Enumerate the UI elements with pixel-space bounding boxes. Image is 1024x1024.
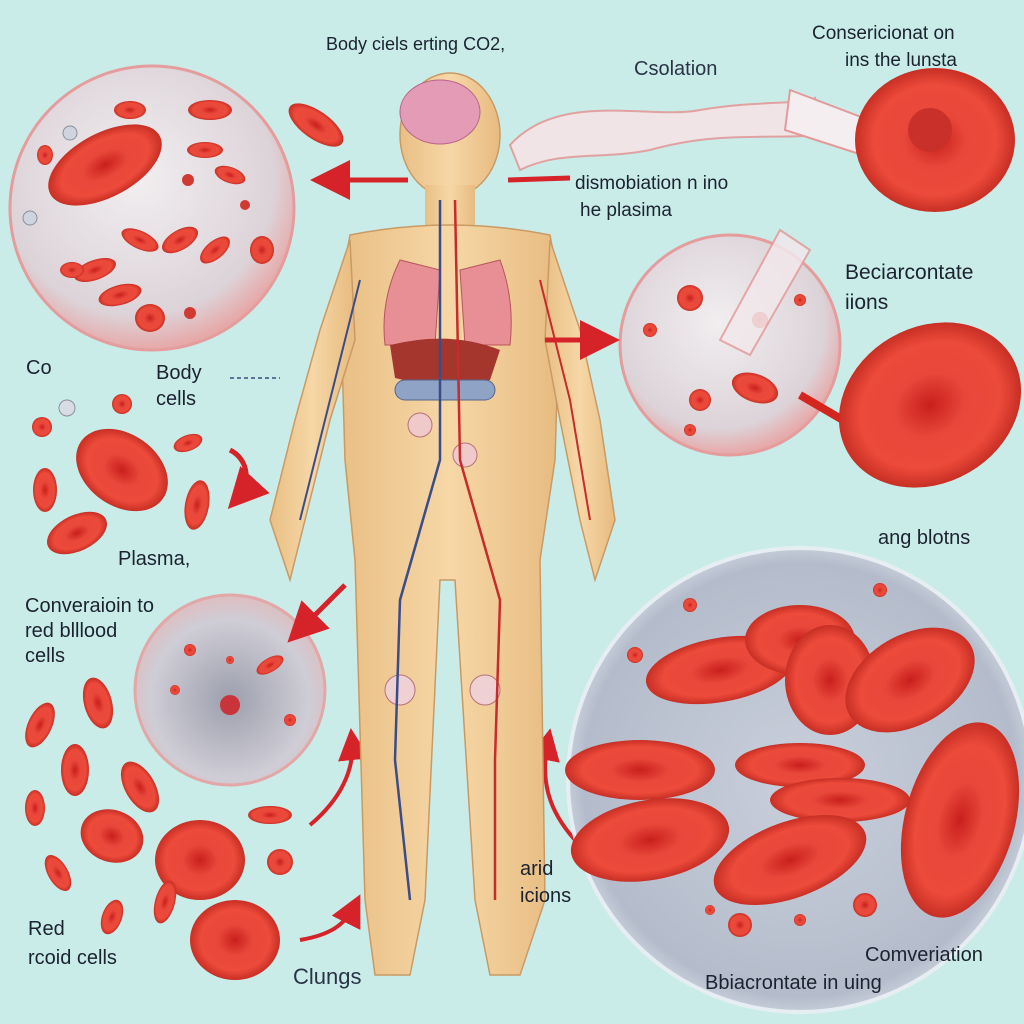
red-blood-cells-bottom-left bbox=[25, 677, 293, 980]
label-arid-ions-2: icions bbox=[520, 885, 572, 907]
label-ang-blotns: ang blotns bbox=[878, 527, 971, 549]
label-co2: Co bbox=[26, 357, 52, 379]
label-converiation: Comveriation bbox=[865, 944, 983, 966]
curved-arrow bbox=[227, 447, 270, 510]
label-conversion-lungs-1: Consericionat on bbox=[812, 23, 955, 44]
label-arid-ions-1: arid bbox=[520, 858, 554, 880]
plasma-bubble-bottom-left bbox=[133, 593, 327, 787]
label-conversion-lungs-2: ins the lunsta bbox=[845, 50, 957, 71]
label-bicarbonate-ions-1: Beciarcontate bbox=[845, 261, 974, 284]
label-dissolution-1: dismobiation n ino bbox=[575, 173, 729, 194]
red-blood-cell bbox=[288, 103, 344, 147]
label-bicarbonate-ions-2: iions bbox=[845, 291, 889, 314]
label-body-cells-2: cells bbox=[156, 388, 197, 410]
line bbox=[507, 175, 571, 183]
label-clungs: Clungs bbox=[293, 964, 362, 989]
label-red-cells-1: Red bbox=[28, 918, 65, 940]
plasma-bubble-top-left bbox=[8, 64, 296, 352]
plasma-bubble-large bbox=[565, 546, 1024, 1014]
label-plasma: Plasma, bbox=[118, 548, 191, 570]
label-conversion-rbc-3: cells bbox=[25, 645, 66, 667]
label-red-cells-2: rcoid cells bbox=[28, 947, 117, 969]
test-tube bbox=[718, 228, 812, 357]
label-bicarbonate-lung: Bbiacrontate in uing bbox=[705, 972, 882, 994]
curved-arrow bbox=[528, 728, 577, 842]
curved-arrow bbox=[299, 894, 361, 942]
red-blood-cells-left bbox=[32, 394, 210, 555]
label-conversion-rbc-1: Converaioin to bbox=[25, 595, 154, 617]
label-dissolution-2: he plasima bbox=[580, 200, 672, 221]
label-body-cells-1: Body bbox=[156, 362, 202, 384]
curved-arrow bbox=[308, 728, 370, 827]
arrow bbox=[287, 583, 347, 643]
exhale-tube bbox=[508, 96, 816, 172]
label-csolation: Csolation bbox=[634, 58, 718, 80]
label-conversion-rbc-2: red blllood bbox=[25, 620, 118, 642]
human-body-figure bbox=[269, 72, 616, 976]
label-body-cells-co2: Body ciels erting CO2, bbox=[326, 34, 506, 54]
red-blood-cell-large bbox=[838, 322, 1022, 488]
